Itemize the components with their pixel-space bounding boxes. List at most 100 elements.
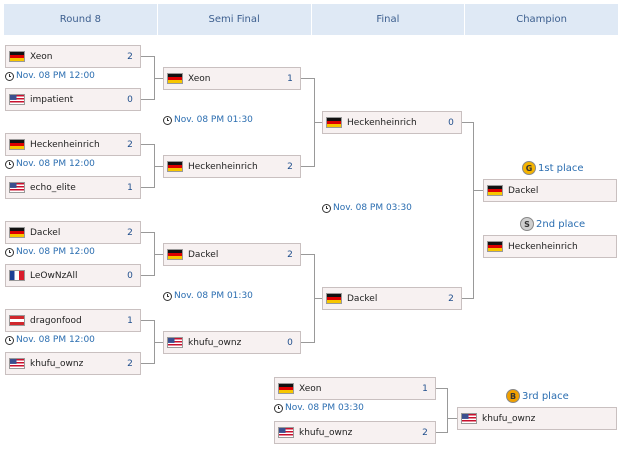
bracket-connector: [447, 388, 448, 433]
flag-icon: [278, 427, 294, 438]
match-time: Nov. 08 PM 12:00: [5, 335, 95, 345]
clock-icon: [5, 247, 14, 257]
player-name: Xeon: [30, 51, 53, 62]
player-name: LeOwNzAll: [30, 270, 78, 281]
player-name: Xeon: [188, 73, 211, 84]
match-time-text: Nov. 08 PM 01:30: [174, 115, 253, 125]
match-time-text: Nov. 08 PM 12:00: [16, 247, 95, 257]
player-name: Xeon: [299, 383, 322, 394]
player-slot[interactable]: Xeon 1: [274, 377, 436, 400]
clock-icon: [5, 159, 14, 169]
bracket-connector: [154, 166, 163, 167]
player-score: 1: [127, 315, 133, 326]
player-name: Dackel: [188, 249, 219, 260]
bracket-connector: [141, 187, 155, 188]
player-score: 1: [422, 383, 428, 394]
semi-final-header: Semi Final: [157, 4, 312, 35]
player-score: 0: [287, 337, 293, 348]
bracket-connector: [301, 254, 315, 255]
player-slot[interactable]: khufu_ownz 2: [274, 421, 436, 444]
player-score: 2: [127, 139, 133, 150]
player-slot[interactable]: Dackel: [483, 179, 617, 202]
player-slot[interactable]: Heckenheinrich: [483, 235, 617, 258]
player-name: khufu_ownz: [299, 427, 353, 438]
place-label-text: 1st place: [538, 162, 584, 174]
clock-icon: [163, 291, 172, 301]
match-time: Nov. 08 PM 12:00: [5, 71, 95, 81]
final-header: Final: [311, 4, 466, 35]
player-name: Dackel: [508, 185, 539, 196]
bracket-connector: [462, 122, 474, 123]
place-label-text: 3rd place: [522, 390, 569, 402]
player-score: 0: [127, 94, 133, 105]
match-time-text: Nov. 08 PM 12:00: [16, 335, 95, 345]
flag-icon: [9, 227, 25, 238]
bracket-connector: [301, 78, 315, 79]
bracket-connector: [141, 275, 155, 276]
flag-icon: [167, 249, 183, 260]
player-name: Heckenheinrich: [347, 117, 417, 128]
flag-icon: [167, 73, 183, 84]
player-slot[interactable]: Heckenheinrich 2: [5, 133, 141, 156]
flag-icon: [278, 383, 294, 394]
player-score: 2: [422, 427, 428, 438]
flag-icon: [167, 161, 183, 172]
bracket-connector: [141, 144, 155, 145]
flag-icon: [487, 241, 503, 252]
flag-icon: [9, 270, 25, 281]
bracket-connector: [473, 190, 483, 191]
match-time: Nov. 08 PM 03:30: [274, 403, 364, 413]
match-time: Nov. 08 PM 01:30: [163, 115, 253, 125]
round-8-header: Round 8: [4, 4, 158, 35]
player-score: 2: [287, 249, 293, 260]
player-name: Heckenheinrich: [508, 241, 578, 252]
player-name: Dackel: [347, 293, 378, 304]
flag-icon: [326, 293, 342, 304]
player-score: 2: [127, 358, 133, 369]
clock-icon: [5, 335, 14, 345]
player-slot[interactable]: LeOwNzAll 0: [5, 264, 141, 287]
player-slot[interactable]: khufu_ownz: [457, 407, 617, 430]
champion-header: Champion: [465, 4, 618, 35]
match-time: Nov. 08 PM 03:30: [322, 203, 412, 213]
bracket-connector: [154, 254, 163, 255]
clock-icon: [274, 403, 283, 413]
bracket-connector: [141, 99, 155, 100]
match-time-text: Nov. 08 PM 01:30: [174, 291, 253, 301]
flag-icon: [9, 358, 25, 369]
bracket-connector: [141, 232, 155, 233]
bracket-connector: [436, 432, 448, 433]
player-score: 2: [287, 161, 293, 172]
bracket-connector: [154, 78, 163, 79]
bracket-connector: [301, 342, 315, 343]
player-name: echo_elite: [30, 182, 76, 193]
player-score: 0: [127, 270, 133, 281]
bracket-connector: [462, 298, 474, 299]
bracket-connector: [301, 166, 315, 167]
player-score: 2: [127, 227, 133, 238]
medal-third-icon: B: [506, 389, 520, 403]
match-time-text: Nov. 08 PM 03:30: [285, 403, 364, 413]
flag-icon: [9, 315, 25, 326]
medal-first-icon: G: [522, 161, 536, 175]
player-slot[interactable]: Dackel 2: [163, 243, 301, 266]
bracket-connector: [447, 418, 457, 419]
clock-icon: [5, 71, 14, 81]
match-time: Nov. 08 PM 12:00: [5, 159, 95, 169]
clock-icon: [322, 203, 331, 213]
player-name: Heckenheinrich: [30, 139, 100, 150]
